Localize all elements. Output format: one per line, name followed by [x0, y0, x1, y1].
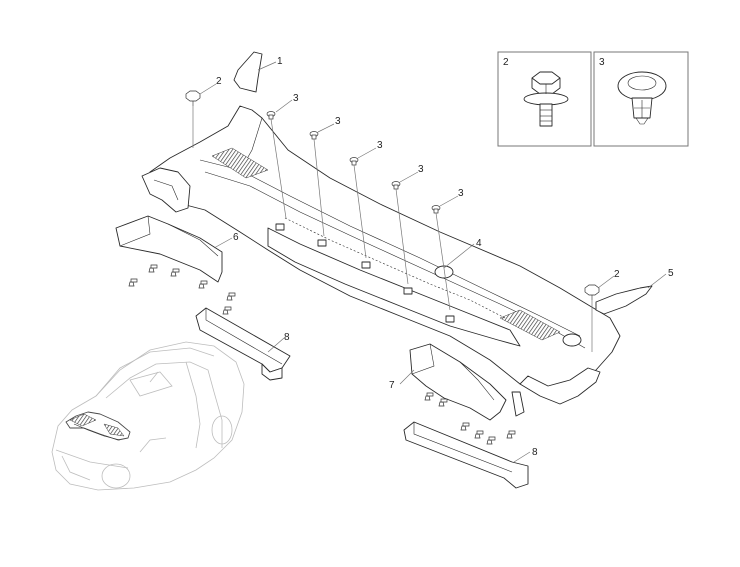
callout-leaders	[199, 61, 667, 463]
side-cover-right	[409, 343, 507, 421]
callout-2-right: 2	[614, 269, 620, 280]
vehicle-location-view	[51, 341, 245, 491]
callout-3-c: 3	[377, 140, 383, 151]
push-clip-4	[391, 181, 409, 285]
cover-right	[595, 285, 653, 315]
push-clip-icon	[617, 71, 667, 125]
inset-clip: 3	[593, 51, 689, 147]
callout-7: 7	[389, 380, 395, 391]
callout-8-left: 8	[284, 332, 290, 343]
bolt-icon	[523, 71, 569, 127]
callout-3-d: 3	[418, 164, 424, 175]
side-cover-left	[115, 215, 223, 283]
callout-2-left: 2	[216, 76, 222, 87]
push-clip-3	[349, 157, 367, 259]
insulator-block-right	[403, 421, 529, 489]
insulator-block-left	[195, 307, 291, 381]
callout-6: 6	[233, 232, 239, 243]
callout-1: 1	[277, 56, 283, 67]
callout-3-a: 3	[293, 93, 299, 104]
inset-bolt: 2	[497, 51, 592, 147]
cowl-top-panel	[141, 105, 621, 417]
grille-left	[211, 147, 269, 179]
callout-5: 5	[668, 268, 674, 279]
bolt-right	[584, 284, 600, 352]
grille-right	[499, 309, 561, 341]
callout-3-b: 3	[335, 116, 341, 127]
push-clip-5	[431, 205, 451, 311]
clips-left	[128, 264, 236, 315]
clips-right	[424, 392, 516, 445]
callout-labels: 1 2 2 3 3 3 3 3 4 5 6 7 8 8	[216, 56, 674, 458]
bolt-left	[185, 90, 201, 148]
inset-label: 3	[599, 57, 605, 68]
callout-8-right: 8	[532, 447, 538, 458]
callout-4: 4	[476, 238, 482, 249]
push-clip-1	[266, 111, 287, 219]
push-clip-2	[309, 131, 325, 237]
inset-label: 2	[503, 57, 509, 68]
cover-upper-left	[233, 51, 263, 93]
callout-3-e: 3	[458, 188, 464, 199]
